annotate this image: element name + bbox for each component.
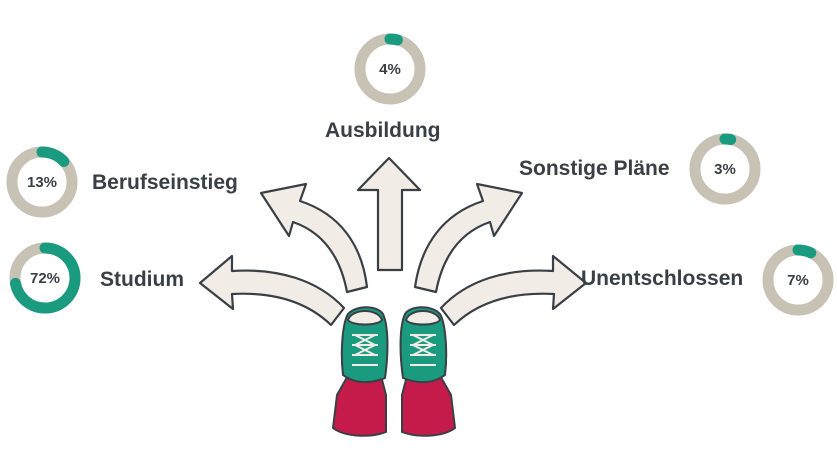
arrow-icon-left	[198, 254, 346, 327]
donut-value-ausbildung: 4%	[379, 60, 401, 78]
donut-sonstige-plaene: 3%	[689, 133, 761, 205]
donut-unentschlossen: 7%	[762, 244, 834, 316]
donut-arc-berufseinstieg	[6, 146, 78, 218]
arrow-icon-right	[439, 254, 588, 327]
arrow-icon-upper-left	[259, 182, 369, 294]
donut-value-berufseinstieg: 13%	[26, 173, 58, 191]
donut-value-unentschlossen: 7%	[787, 271, 809, 289]
label-sonstige-plaene: Sonstige Pläne	[519, 157, 670, 180]
donut-berufseinstieg: 13%	[6, 146, 78, 218]
sneakers-icon	[332, 306, 456, 437]
label-studium: Studium	[100, 268, 184, 291]
donut-arc-studium	[9, 242, 81, 314]
donut-value-sonstige-plaene: 3%	[714, 160, 736, 178]
donut-value-studium: 72%	[29, 269, 61, 287]
arrow-icon-up	[356, 156, 422, 272]
label-ausbildung: Ausbildung	[325, 119, 441, 142]
arrow-icon-upper-right	[413, 182, 524, 294]
donut-ausbildung: 4%	[354, 33, 426, 105]
arrow-icon-group	[198, 156, 588, 327]
donut-arc-ausbildung	[354, 33, 426, 105]
label-unentschlossen: Unentschlossen	[581, 267, 744, 290]
donut-arc-sonstige-plaene	[689, 133, 761, 205]
label-berufseinstieg: Berufseinstieg	[92, 171, 238, 194]
donut-studium: 72%	[9, 242, 81, 314]
donut-arc-unentschlossen	[762, 244, 834, 316]
